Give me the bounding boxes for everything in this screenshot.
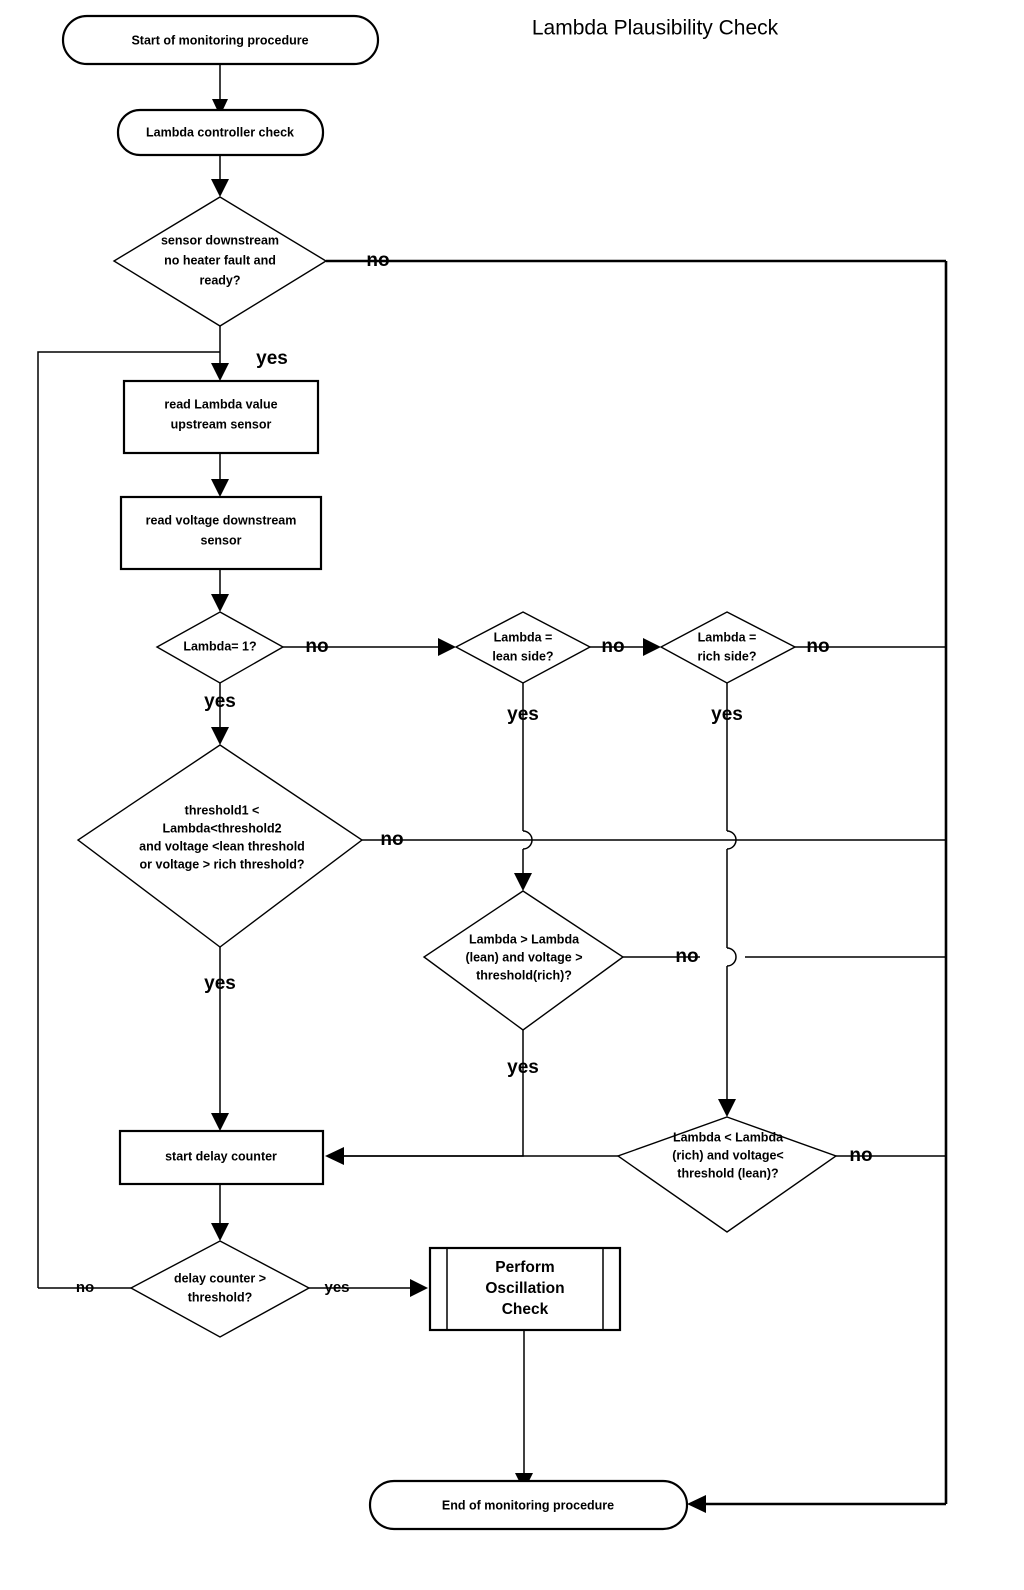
sensor-ready-line-1: sensor downstream [161, 233, 279, 247]
arrowhead-delay-threshold [211, 1223, 229, 1241]
arrowhead-lambda-rich [643, 638, 661, 656]
lambda-lean-line-1: Lambda = [494, 630, 553, 644]
delay-threshold-line-1: delay counter > [174, 1271, 266, 1285]
threshold-window-line-4: or voltage > rich threshold? [140, 857, 305, 871]
node-lean-check[interactable]: Lambda > Lambda (lean) and voltage > thr… [422, 890, 625, 1031]
rich-check-line-2: (rich) and voltage< [672, 1148, 783, 1162]
edge-label-thresholdwindow-yes: yes [204, 973, 236, 994]
lambda-rich-line-1: Lambda = [698, 630, 757, 644]
edge-label-delaythreshold-yes: yes [324, 1279, 349, 1296]
edge-label-richcheck-no: no [849, 1145, 872, 1166]
edge-label-sensorready-no: no [366, 250, 389, 271]
oscillation-check-line-2: Oscillation [485, 1280, 564, 1297]
arrowhead-delay-counter-right [325, 1147, 344, 1165]
rich-check-line-1: Lambda < Lambda [673, 1130, 784, 1144]
threshold-window-shape [76, 744, 364, 948]
connector-layer [37, 63, 948, 1513]
edge-label-lambdaone-yes: yes [204, 691, 236, 712]
edge-label-thresholdwindow-no: no [380, 829, 403, 850]
rich-check-shape [616, 1116, 838, 1233]
arrowhead-rich-check [718, 1099, 736, 1117]
controller-check-shape [116, 108, 325, 157]
arrowhead-lean-check [514, 873, 532, 891]
edge-label-leancheck-yes: yes [507, 1057, 539, 1078]
node-threshold-window[interactable]: threshold1 < Lambda<threshold2 and volta… [76, 744, 364, 948]
start-shape [61, 14, 380, 66]
edge-leancheck-yes [338, 1030, 524, 1157]
lean-check-line-1: Lambda > Lambda [469, 932, 580, 946]
node-lambda-is-one[interactable]: Lambda= 1? [155, 611, 285, 684]
node-lambda-lean[interactable]: Lambda = lean side? [454, 611, 592, 684]
node-read-voltage[interactable]: read voltage downstream sensor [119, 495, 323, 571]
lambda-is-one-line-1: Lambda= 1? [183, 639, 256, 653]
end-label: End of monitoring procedure [442, 1498, 614, 1512]
edge-label-lambdaone-no: no [305, 636, 328, 657]
oscillation-check-line-1: Perform [495, 1259, 554, 1276]
sensor-ready-line-3: ready? [200, 273, 241, 287]
arrowhead-read-voltage [211, 479, 229, 497]
read-voltage-line-2: sensor [201, 533, 242, 547]
sensor-ready-shape [112, 196, 328, 327]
arrowhead-lambda-lean [438, 638, 456, 656]
line-jump-rich-yes-b [726, 947, 737, 967]
threshold-window-line-2: Lambda<threshold2 [162, 821, 281, 835]
arrowhead-sensor-ready [211, 179, 229, 197]
arrowhead-oscillation-check [410, 1279, 428, 1297]
lambda-is-one-shape [155, 611, 285, 684]
page-title: Lambda Plausibility Check [532, 17, 779, 40]
read-voltage-shape [119, 495, 323, 571]
node-controller-check[interactable]: Lambda controller check [116, 108, 325, 157]
lean-check-line-3: threshold(rich)? [476, 968, 572, 982]
edge-label-delaythreshold-no: no [76, 1279, 94, 1296]
lambda-rich-line-2: rich side? [697, 649, 756, 663]
read-lambda-shape [122, 379, 320, 455]
edge-label-sensorready-yes: yes [256, 348, 288, 369]
lean-check-shape [422, 890, 625, 1031]
edge-label-lambdalean-yes: yes [507, 704, 539, 725]
lean-check-line-2: (lean) and voltage > [465, 950, 582, 964]
start-delay-counter-shape [118, 1129, 325, 1186]
arrowhead-end-right [687, 1495, 706, 1513]
start-label: Start of monitoring procedure [131, 33, 308, 47]
node-start[interactable]: Start of monitoring procedure [61, 14, 380, 66]
start-delay-counter-label: start delay counter [165, 1149, 277, 1163]
node-end[interactable]: End of monitoring procedure [368, 1479, 689, 1531]
arrowhead-read-lambda [211, 363, 229, 381]
end-shape [368, 1479, 689, 1531]
node-rich-check[interactable]: Lambda < Lambda (rich) and voltage< thre… [616, 1116, 838, 1233]
node-sensor-ready[interactable]: sensor downstream no heater fault and re… [112, 196, 328, 327]
controller-check-label: Lambda controller check [146, 125, 294, 139]
threshold-window-line-3: and voltage <lean threshold [139, 839, 305, 853]
node-lambda-rich[interactable]: Lambda = rich side? [659, 611, 797, 684]
lambda-lean-shape [454, 611, 592, 684]
oscillation-check-line-3: Check [502, 1301, 549, 1318]
node-read-lambda[interactable]: read Lambda value upstream sensor [122, 379, 320, 455]
arrowhead-delay-counter-top [211, 1113, 229, 1131]
edge-label-lambdalean-no: no [601, 636, 624, 657]
node-start-delay-counter[interactable]: start delay counter [118, 1129, 325, 1186]
read-lambda-line-2: upstream sensor [171, 417, 272, 431]
node-delay-threshold[interactable]: delay counter > threshold? [129, 1240, 311, 1338]
edge-label-lambdarich-no: no [806, 636, 829, 657]
delay-threshold-line-2: threshold? [188, 1290, 253, 1304]
node-oscillation-check[interactable]: Perform Oscillation Check [428, 1246, 622, 1332]
sensor-ready-line-2: no heater fault and [164, 253, 276, 267]
read-lambda-line-1: read Lambda value [164, 397, 277, 411]
arrowhead-threshold-window [211, 727, 229, 745]
edge-label-leancheck-no: no [675, 946, 698, 967]
edge-label-lambdarich-yes: yes [711, 704, 743, 725]
delay-threshold-shape [129, 1240, 311, 1338]
arrowhead-controller [212, 99, 228, 116]
threshold-window-line-1: threshold1 < [185, 803, 260, 817]
lambda-lean-line-2: lean side? [492, 649, 553, 663]
read-voltage-line-1: read voltage downstream [146, 513, 297, 527]
lambda-rich-shape [659, 611, 797, 684]
arrowhead-lambda-one [211, 594, 229, 612]
oscillation-check-shape [428, 1246, 622, 1332]
rich-check-line-3: threshold (lean)? [677, 1166, 778, 1180]
left-feedback-bus [37, 351, 220, 1288]
